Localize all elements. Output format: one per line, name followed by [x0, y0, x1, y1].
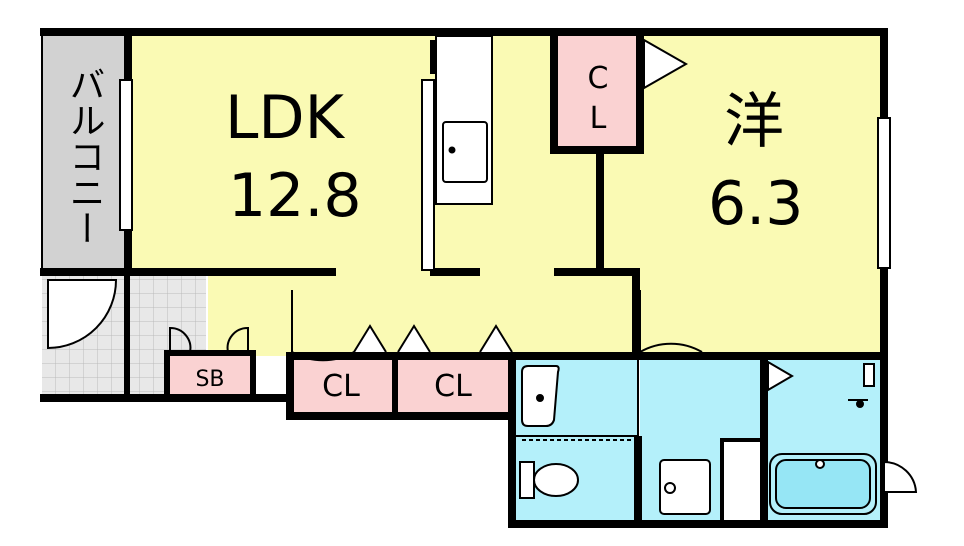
closet-left-label: CL: [322, 369, 360, 404]
western-closet-label-l: L: [590, 101, 607, 136]
ldk-size: 12.8: [228, 161, 362, 231]
closet-right-label: CL: [434, 369, 472, 404]
doors: [47, 38, 918, 493]
closet-left-area: [290, 356, 392, 414]
western-room-label: 洋: [724, 87, 784, 157]
toilet-bowl: [533, 463, 579, 497]
storage-cabinet: [720, 438, 766, 524]
shoe-box-area: [168, 354, 252, 396]
shower-bar: [863, 363, 875, 387]
balcony-label: バルコニー: [64, 66, 105, 246]
ldk-label: LDK: [225, 83, 346, 153]
windows: [119, 79, 891, 271]
balcony-area: [42, 32, 126, 268]
kitchen-counter: [435, 35, 493, 205]
toilet-tank: [519, 461, 535, 499]
washing-machine-pan: [659, 459, 711, 515]
closet-right-area: [396, 356, 510, 414]
western-closet-label-c: C: [588, 61, 609, 96]
western-closet-area: [556, 32, 640, 152]
ldk-extension-area: [558, 150, 602, 274]
shoe-box-label: SB: [195, 367, 224, 392]
western-room-size: 6.3: [708, 169, 803, 239]
thin-partitions: [41, 32, 639, 520]
fixtures: [519, 363, 877, 515]
